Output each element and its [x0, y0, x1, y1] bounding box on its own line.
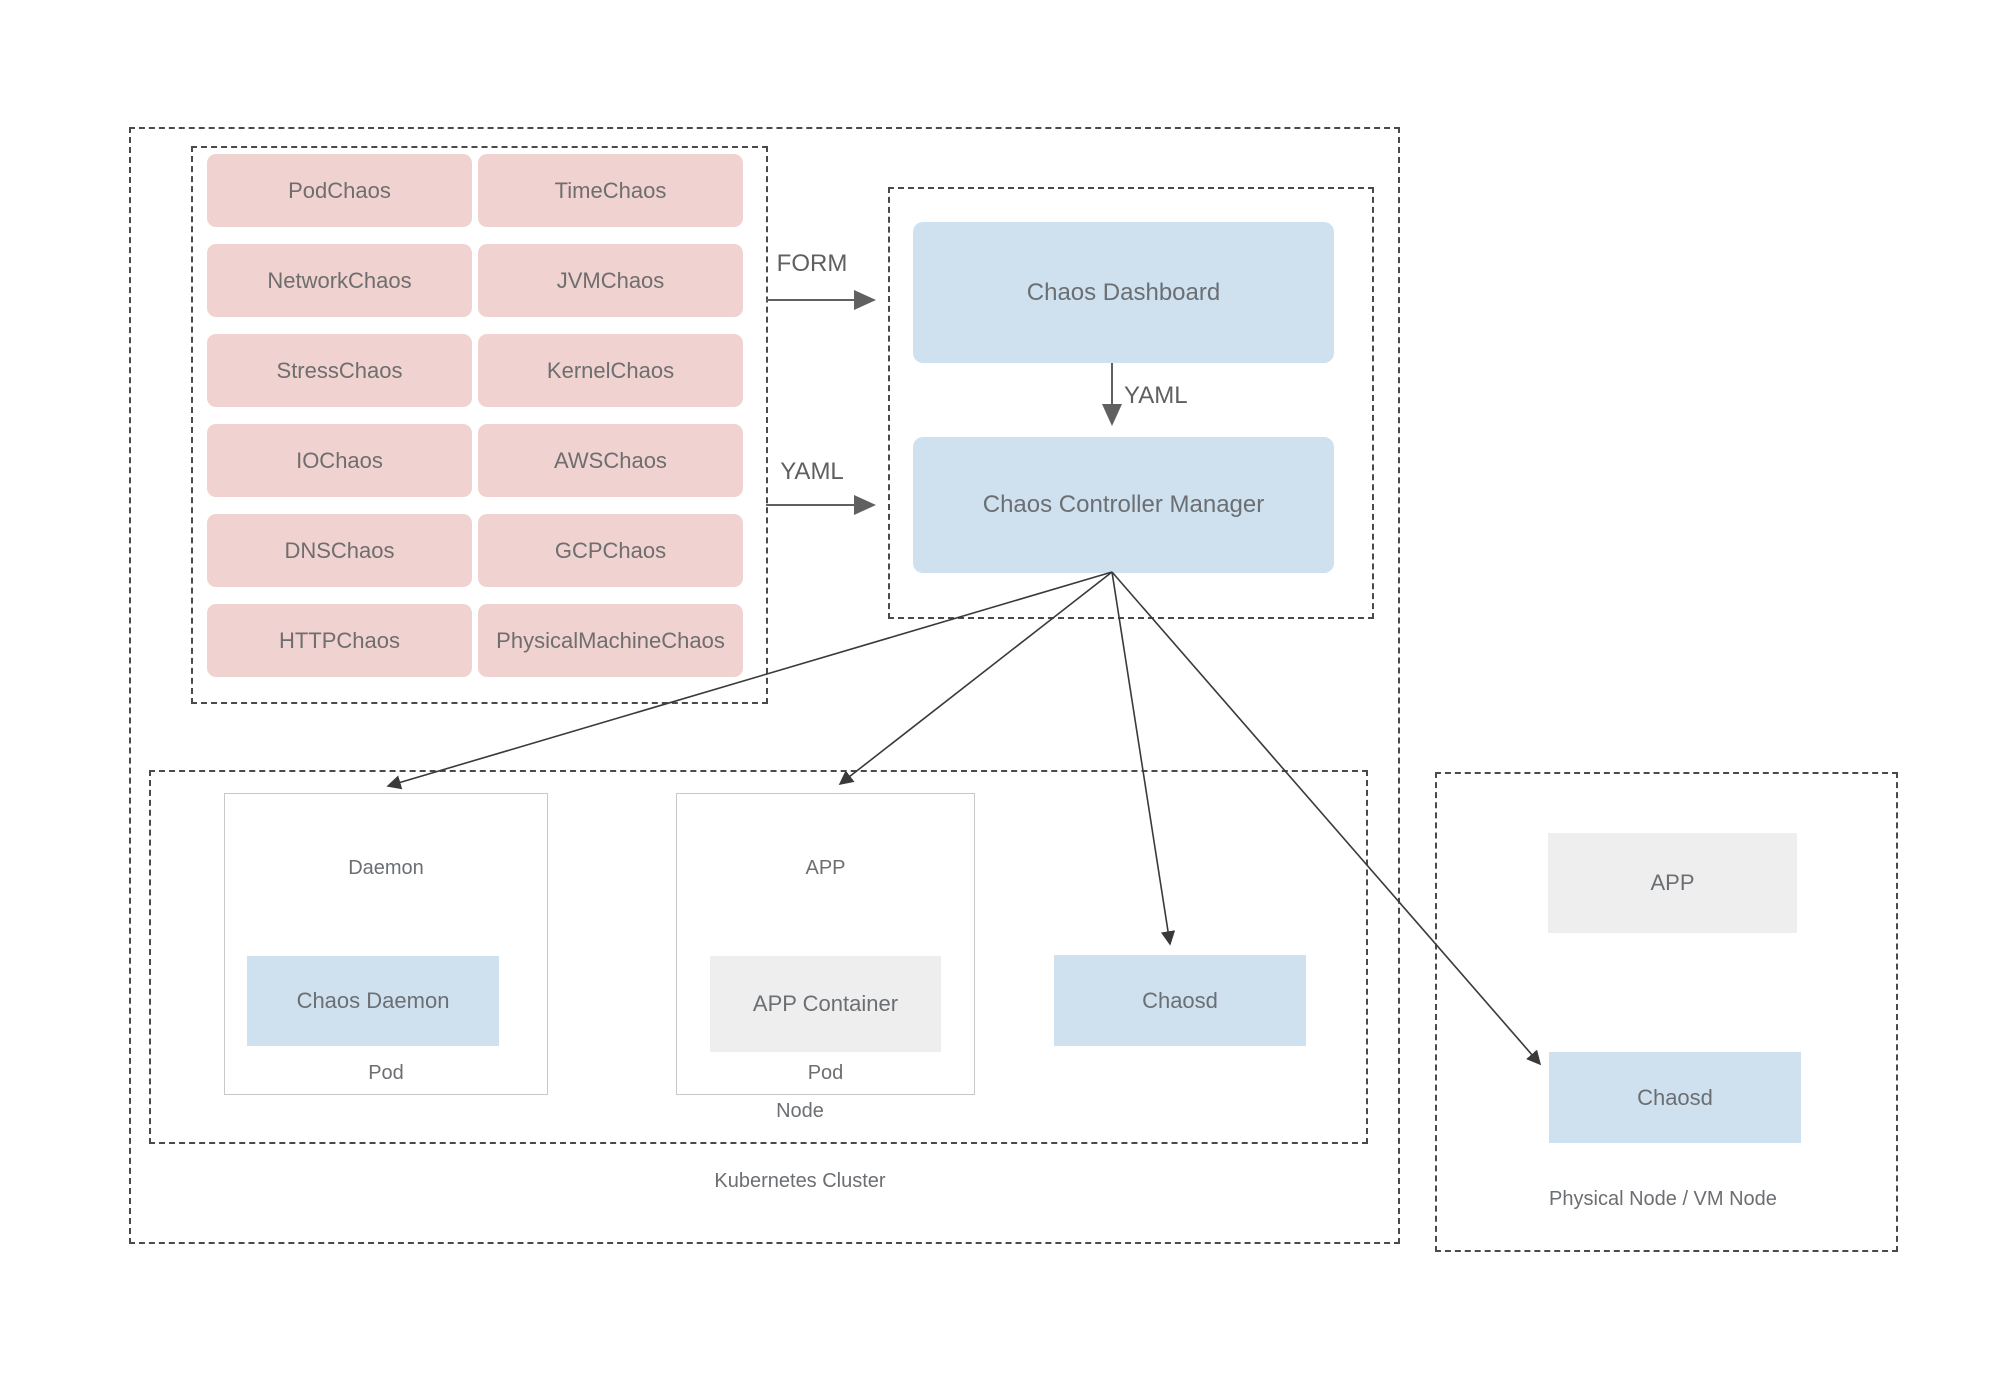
chaos-type-physicalmachinechaos: PhysicalMachineChaos: [478, 604, 743, 677]
chaos-types-grid: PodChaos TimeChaos NetworkChaos JVMChaos…: [207, 154, 743, 677]
chaos-type-podchaos: PodChaos: [207, 154, 472, 227]
physical-node-label: Physical Node / VM Node: [1549, 1188, 1777, 1210]
daemon-pod-box: Daemon Chaos Daemon Pod: [224, 793, 548, 1095]
chaos-type-httpchaos: HTTPChaos: [207, 604, 472, 677]
chaosd-node-box: Chaosd: [1054, 955, 1306, 1046]
chaos-dashboard-box: Chaos Dashboard: [913, 222, 1334, 363]
app-pod-label: Pod: [807, 1062, 844, 1084]
chaos-type-gcpchaos: GCPChaos: [478, 514, 743, 587]
chaos-type-jvmchaos: JVMChaos: [478, 244, 743, 317]
chaos-type-kernelchaos: KernelChaos: [478, 334, 743, 407]
yaml-dashboard-to-controller-label: YAML: [1124, 382, 1188, 409]
chaos-type-networkchaos: NetworkChaos: [207, 244, 472, 317]
app-pod-title: APP: [805, 857, 846, 879]
node-label: Node: [776, 1100, 824, 1122]
daemon-pod-label: Pod: [368, 1062, 404, 1084]
form-flow-label: FORM: [776, 250, 848, 277]
chaos-type-dnschaos: DNSChaos: [207, 514, 472, 587]
yaml-flow-label: YAML: [780, 458, 844, 485]
daemon-pod-title: Daemon: [348, 857, 424, 879]
chaos-type-iochaos: IOChaos: [207, 424, 472, 497]
kubernetes-cluster-label: Kubernetes Cluster: [714, 1170, 886, 1192]
app-pod-box: APP APP Container Pod: [676, 793, 975, 1095]
chaos-controller-manager-box: Chaos Controller Manager: [913, 437, 1334, 573]
chaos-type-awschaos: AWSChaos: [478, 424, 743, 497]
physical-chaosd-box: Chaosd: [1549, 1052, 1801, 1143]
chaos-type-stresschaos: StressChaos: [207, 334, 472, 407]
physical-app-box: APP: [1548, 833, 1797, 933]
app-container-box: APP Container: [710, 956, 941, 1052]
chaos-daemon-box: Chaos Daemon: [247, 956, 499, 1046]
chaos-type-timechaos: TimeChaos: [478, 154, 743, 227]
